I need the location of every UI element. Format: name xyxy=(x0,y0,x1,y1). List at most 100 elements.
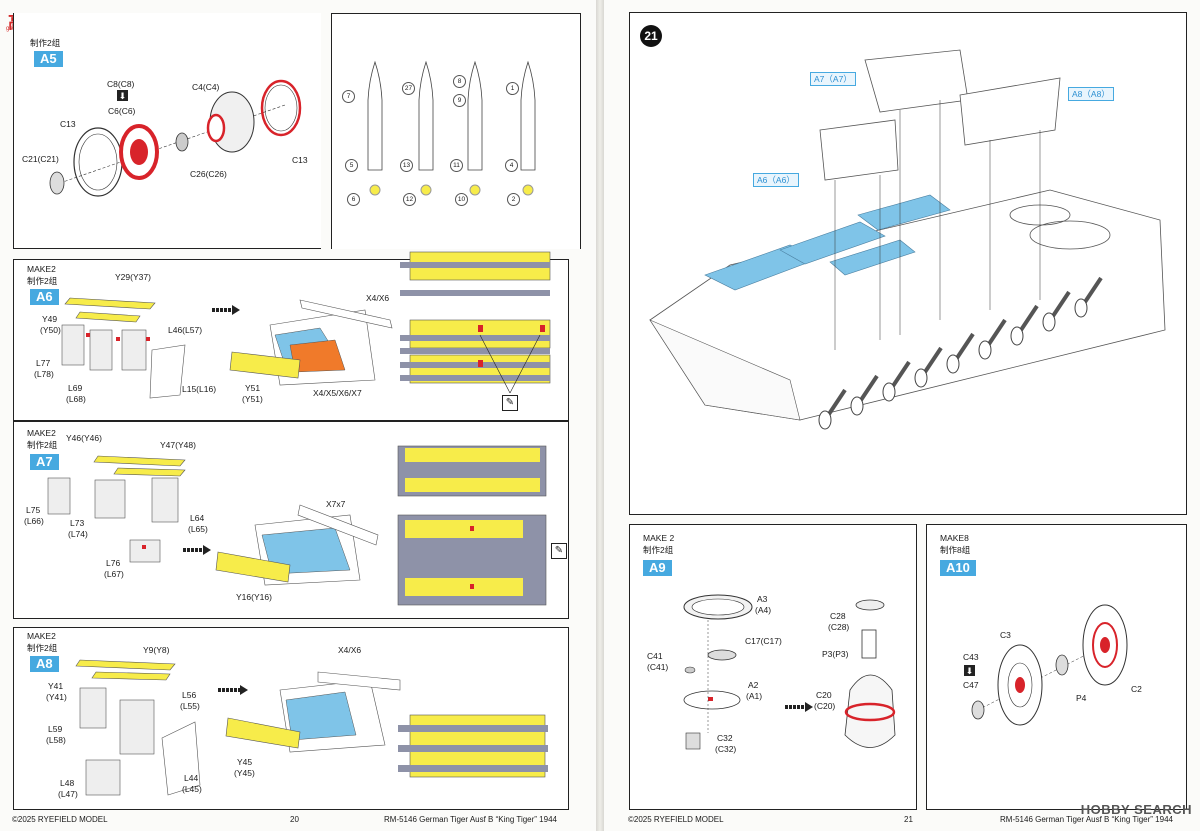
shell-number: 1 xyxy=(506,82,519,95)
tank-drawing xyxy=(649,49,1166,430)
hobby-search-watermark: HOBBY SEARCH xyxy=(1080,802,1192,817)
label-c41: C41 xyxy=(647,651,663,661)
a7-make-cn: 制作2组 xyxy=(27,440,58,450)
label-c8: C8(C8) xyxy=(107,79,135,89)
label-x4x6-a8: X4/X6 xyxy=(338,645,362,655)
road-wheel-hub xyxy=(914,368,928,388)
label-y45: Y45 xyxy=(237,757,253,767)
a7-make: MAKE2 xyxy=(27,428,56,438)
label-l58: (L58) xyxy=(46,735,66,745)
shell-number: 12 xyxy=(403,193,416,206)
a7-badge: A7 xyxy=(30,454,59,470)
shells-drawing xyxy=(367,60,536,196)
road-wheel-hub xyxy=(850,396,864,416)
label-y9: Y9(Y8) xyxy=(143,645,170,655)
label-c43: C43 xyxy=(963,652,979,662)
label-c20b: (C20) xyxy=(814,701,836,711)
a9-panel xyxy=(629,524,917,810)
label-l45: (L45) xyxy=(182,784,202,794)
shell-number: 5 xyxy=(345,159,358,172)
road-wheel-hub xyxy=(882,382,896,402)
label-l48: L48 xyxy=(60,778,75,788)
label-l75: L75 xyxy=(26,505,41,515)
label-l59: L59 xyxy=(48,724,63,734)
road-wheel-hub xyxy=(1074,298,1088,318)
a6-make-cn: 制作2组 xyxy=(27,276,58,286)
shell-base-cap xyxy=(522,184,534,196)
shell-number: 7 xyxy=(342,90,355,103)
label-l47: (L47) xyxy=(58,789,78,799)
label-c47: C47 xyxy=(963,680,979,690)
a8-badge: A8 xyxy=(30,656,59,672)
a8-make-cn: 制作2组 xyxy=(27,643,58,653)
right-footer-page: 21 xyxy=(904,815,913,824)
a6-badge: A6 xyxy=(30,289,59,305)
label-a4: (A4) xyxy=(755,605,772,615)
label-y49: Y49 xyxy=(42,314,58,324)
road-wheel-hub xyxy=(978,340,992,360)
label-y46: Y46(Y46) xyxy=(66,433,102,443)
a10-make: MAKE8 xyxy=(940,533,969,543)
label-y29: Y29(Y37) xyxy=(115,272,151,282)
label-y50: (Y50) xyxy=(40,325,61,335)
label-c28b: (C28) xyxy=(828,622,850,632)
label-c32b: (C32) xyxy=(715,744,737,754)
road-wheel-hub xyxy=(1010,326,1024,346)
label-c32: C32 xyxy=(717,733,733,743)
glue-note-icon-2: ✎ xyxy=(551,543,567,559)
tag-a7: A7（A7） xyxy=(810,72,856,86)
right-footer-copyright: ©2025 RYEFIELD MODEL xyxy=(628,815,724,824)
road-wheel-hub xyxy=(946,354,960,374)
label-l64: L64 xyxy=(190,513,205,523)
svg-text:⬇: ⬇ xyxy=(966,666,974,676)
label-c6: C6(C6) xyxy=(108,106,136,116)
svg-text:⬇: ⬇ xyxy=(119,91,127,101)
label-l73: L73 xyxy=(70,518,85,528)
a8-make: MAKE2 xyxy=(27,631,56,641)
label-c13-left: C13 xyxy=(60,119,76,129)
label-y45b: (Y45) xyxy=(234,768,255,778)
shell-body xyxy=(520,60,536,171)
label-a3: A3 xyxy=(757,594,768,604)
shell-number: 10 xyxy=(455,193,468,206)
label-l67: (L67) xyxy=(104,569,124,579)
tag-a6: A6（A6） xyxy=(753,173,799,187)
label-l56: L56 xyxy=(182,690,197,700)
label-l66: (L66) xyxy=(24,516,44,526)
label-l46: L46(L57) xyxy=(168,325,203,335)
road-wheel-hub xyxy=(818,410,832,430)
shell-number: 2 xyxy=(507,193,520,206)
label-l76: L76 xyxy=(106,558,121,568)
road-wheel-hub xyxy=(1042,312,1056,332)
shell-base-cap xyxy=(369,184,381,196)
left-footer-copyright: ©2025 RYEFIELD MODEL xyxy=(12,815,108,824)
label-x4567: X4/X5/X6/X7 xyxy=(313,388,362,398)
label-l69: L69 xyxy=(68,383,83,393)
label-c17: C17(C17) xyxy=(745,636,782,646)
shell-number: 6 xyxy=(347,193,360,206)
label-l65: (L65) xyxy=(188,524,208,534)
a9-make: MAKE 2 xyxy=(643,533,675,543)
label-l68: (L68) xyxy=(66,394,86,404)
label-l74: (L74) xyxy=(68,529,88,539)
right-footer-title: RM-5146 German Tiger Ausf B “King Tiger”… xyxy=(1000,815,1173,824)
a9-badge: A9 xyxy=(643,560,672,576)
glue-note-icon: ✎ xyxy=(502,395,518,411)
a6-drawing xyxy=(61,251,551,399)
a8-drawing xyxy=(75,659,548,796)
tag-a8: A8（A8） xyxy=(1068,87,1114,101)
label-x4x6-a6: X4/X6 xyxy=(366,293,390,303)
a7-drawing xyxy=(47,445,547,606)
label-y51b: (Y51) xyxy=(242,394,263,404)
shell-base-cap xyxy=(469,184,481,196)
step-number: 21 xyxy=(640,25,662,47)
label-c13-right: C13 xyxy=(292,155,308,165)
a5-drawing: ⬇ xyxy=(49,79,302,197)
label-c4: C4(C4) xyxy=(192,82,220,92)
shell-number: 27 xyxy=(402,82,415,95)
page-gutter xyxy=(596,0,604,831)
label-l55: (L55) xyxy=(180,701,200,711)
label-l44: L44 xyxy=(184,773,199,783)
